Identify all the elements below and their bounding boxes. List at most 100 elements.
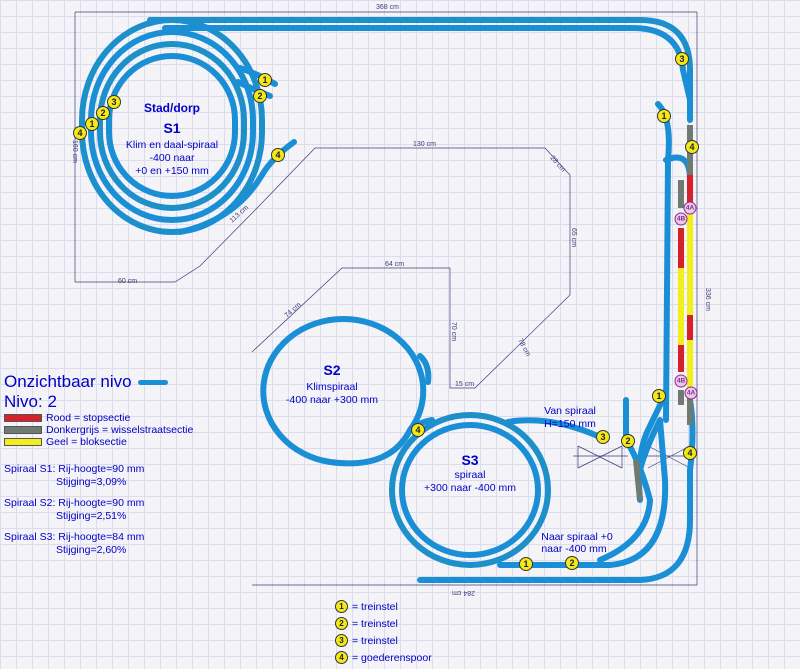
svg-text:2: 2 bbox=[569, 558, 574, 568]
svg-text:2: 2 bbox=[100, 108, 105, 118]
label-s2-line2: -400 naar +300 mm bbox=[286, 394, 378, 406]
badge-4b-top: 4B bbox=[674, 212, 688, 226]
spec-s3: Spiraal S3: Rij-hoogte=84 mm Stijging=2,… bbox=[4, 531, 144, 557]
dim-right: 336 cm bbox=[704, 288, 711, 311]
dim-inner-diag: 28 cm bbox=[549, 155, 567, 174]
dimension-lines bbox=[74, 11, 698, 586]
dim-left-small: 160 cm bbox=[71, 140, 78, 163]
label-van-spiraal-1: Van spiraal bbox=[544, 405, 596, 417]
key-text-4: = goederenspoor bbox=[352, 651, 432, 664]
label-stad: Stad/dorp bbox=[144, 101, 200, 115]
spec-s2-line2: Stijging=2,51% bbox=[56, 510, 127, 522]
svg-text:1: 1 bbox=[523, 559, 528, 569]
label-van-spiraal-2: H=150 mm bbox=[544, 418, 596, 430]
key-badge-4: 4 bbox=[335, 651, 348, 664]
legend-rood-text: Rood = stopsectie bbox=[46, 412, 131, 424]
label-s2: S2 bbox=[323, 362, 340, 378]
svg-text:3: 3 bbox=[679, 54, 684, 64]
svg-text:1: 1 bbox=[656, 391, 661, 401]
track-swatch bbox=[137, 379, 168, 385]
dim-left-bottom: 60 cm bbox=[118, 278, 137, 285]
legend-grijs: Donkergrijs = wisselstraatsectie bbox=[4, 424, 193, 436]
key-badge-2: 2 bbox=[335, 617, 348, 630]
label-s1-line1: Klim en daal-spiraal bbox=[126, 139, 218, 151]
legend-rood: Rood = stopsectie bbox=[4, 412, 193, 424]
badge-3-top-right: 3 bbox=[675, 52, 689, 66]
key-text-3: = treinstel bbox=[352, 634, 398, 647]
train-key: 1 = treinstel 2 = treinstel 3 = treinste… bbox=[335, 598, 432, 666]
svg-text:4: 4 bbox=[689, 142, 694, 152]
spec-s1: Spiraal S1: Rij-hoogte=90 mm Stijging=3,… bbox=[4, 463, 144, 489]
badge-4-right: 4 bbox=[685, 140, 699, 154]
spec-s2: Spiraal S2: Rij-hoogte=90 mm Stijging=2,… bbox=[4, 497, 144, 523]
svg-text:1: 1 bbox=[89, 119, 94, 129]
legend-grijs-text: Donkergrijs = wisselstraatsectie bbox=[46, 424, 194, 436]
badge-2-s1-spur: 2 bbox=[253, 89, 267, 103]
label-naar-spiraal-1: Naar spiraal +0 bbox=[541, 531, 613, 543]
badge-1-right: 1 bbox=[657, 109, 671, 123]
legend-geel-text: Geel = bloksectie bbox=[46, 436, 127, 448]
badge-4-s1-spur: 4 bbox=[271, 148, 285, 162]
svg-text:4B: 4B bbox=[677, 378, 686, 385]
key-item-1: 1 = treinstel bbox=[335, 598, 432, 615]
badge-4-s2: 4 bbox=[411, 423, 425, 437]
spec-s2-line1: Spiraal S2: Rij-hoogte=90 mm bbox=[4, 497, 145, 509]
key-item-3: 3 = treinstel bbox=[335, 632, 432, 649]
dim-top: 368 cm bbox=[376, 4, 399, 11]
spec-s3-line2: Stijging=2,60% bbox=[56, 544, 127, 556]
badge-3-van-spiraal: 3 bbox=[596, 430, 610, 444]
badge-2-crossover: 2 bbox=[621, 434, 635, 448]
train-badges: 1 2 3 2 1 4 4 3 1 4 4A 4B 4B 4A 1 4 2 3 … bbox=[73, 52, 699, 571]
badge-4a-top: 4A bbox=[683, 201, 697, 215]
badge-4a-bottom: 4A bbox=[684, 386, 698, 400]
dim-bottom: 284 cm bbox=[452, 589, 475, 596]
svg-text:3: 3 bbox=[600, 432, 605, 442]
legend-title: Onzichtbaar nivo bbox=[4, 372, 193, 392]
label-s3-line1: spiraal bbox=[455, 469, 486, 481]
legend-geel: Geel = bloksectie bbox=[4, 436, 193, 448]
svg-text:3: 3 bbox=[111, 97, 116, 107]
geel-swatch bbox=[4, 438, 42, 446]
dim-inner-right: 65 cm bbox=[570, 228, 577, 247]
spec-s1-line1: Spiraal S1: Rij-hoogte=90 mm bbox=[4, 463, 145, 475]
svg-text:2: 2 bbox=[257, 91, 262, 101]
legend-title-text: Onzichtbaar nivo bbox=[4, 372, 132, 391]
badge-4-lower-right: 4 bbox=[683, 446, 697, 460]
badge-1-bottom: 1 bbox=[519, 557, 533, 571]
legend-level: Nivo: 2 bbox=[4, 392, 57, 411]
badge-2-bottom: 2 bbox=[565, 556, 579, 570]
dim-s2-diag: 74 cm bbox=[284, 301, 303, 319]
badge-1-s1: 1 bbox=[85, 117, 99, 131]
label-s1: S1 bbox=[163, 120, 180, 136]
label-s3-line2: +300 naar -400 mm bbox=[424, 482, 516, 494]
svg-text:1: 1 bbox=[661, 111, 666, 121]
label-naar-spiraal-2: naar -400 mm bbox=[541, 543, 607, 555]
dim-inner-lower-diag: 78 cm bbox=[516, 338, 531, 358]
key-item-4: 4 = goederenspoor bbox=[335, 649, 432, 666]
svg-text:4: 4 bbox=[77, 128, 82, 138]
svg-text:4: 4 bbox=[687, 448, 692, 458]
key-item-2: 2 = treinstel bbox=[335, 615, 432, 632]
label-s1-line2: -400 naar bbox=[150, 152, 195, 164]
badge-4-s1: 4 bbox=[73, 126, 87, 140]
badge-3-s1: 3 bbox=[107, 95, 121, 109]
label-s3: S3 bbox=[461, 452, 478, 468]
badge-4b-bottom: 4B bbox=[674, 374, 688, 388]
dim-s2-top: 64 cm bbox=[385, 261, 404, 268]
badge-2-s1: 2 bbox=[96, 106, 110, 120]
spec-s3-line1: Spiraal S3: Rij-hoogte=84 mm bbox=[4, 531, 145, 543]
key-text-2: = treinstel bbox=[352, 617, 398, 630]
dim-s2-right: 70 cm bbox=[450, 322, 457, 341]
dim-s2-bottom: 15 cm bbox=[455, 381, 474, 388]
svg-text:4B: 4B bbox=[677, 216, 686, 223]
svg-text:2: 2 bbox=[625, 436, 630, 446]
key-text-1: = treinstel bbox=[352, 600, 398, 613]
svg-text:1: 1 bbox=[262, 75, 267, 85]
grijs-swatch bbox=[4, 426, 42, 434]
dim-inner-top: 130 cm bbox=[413, 141, 436, 148]
label-s2-line1: Klimspiraal bbox=[306, 381, 357, 393]
svg-text:4A: 4A bbox=[686, 205, 695, 212]
label-s1-line3: +0 en +150 mm bbox=[135, 165, 209, 177]
svg-text:4: 4 bbox=[415, 425, 420, 435]
